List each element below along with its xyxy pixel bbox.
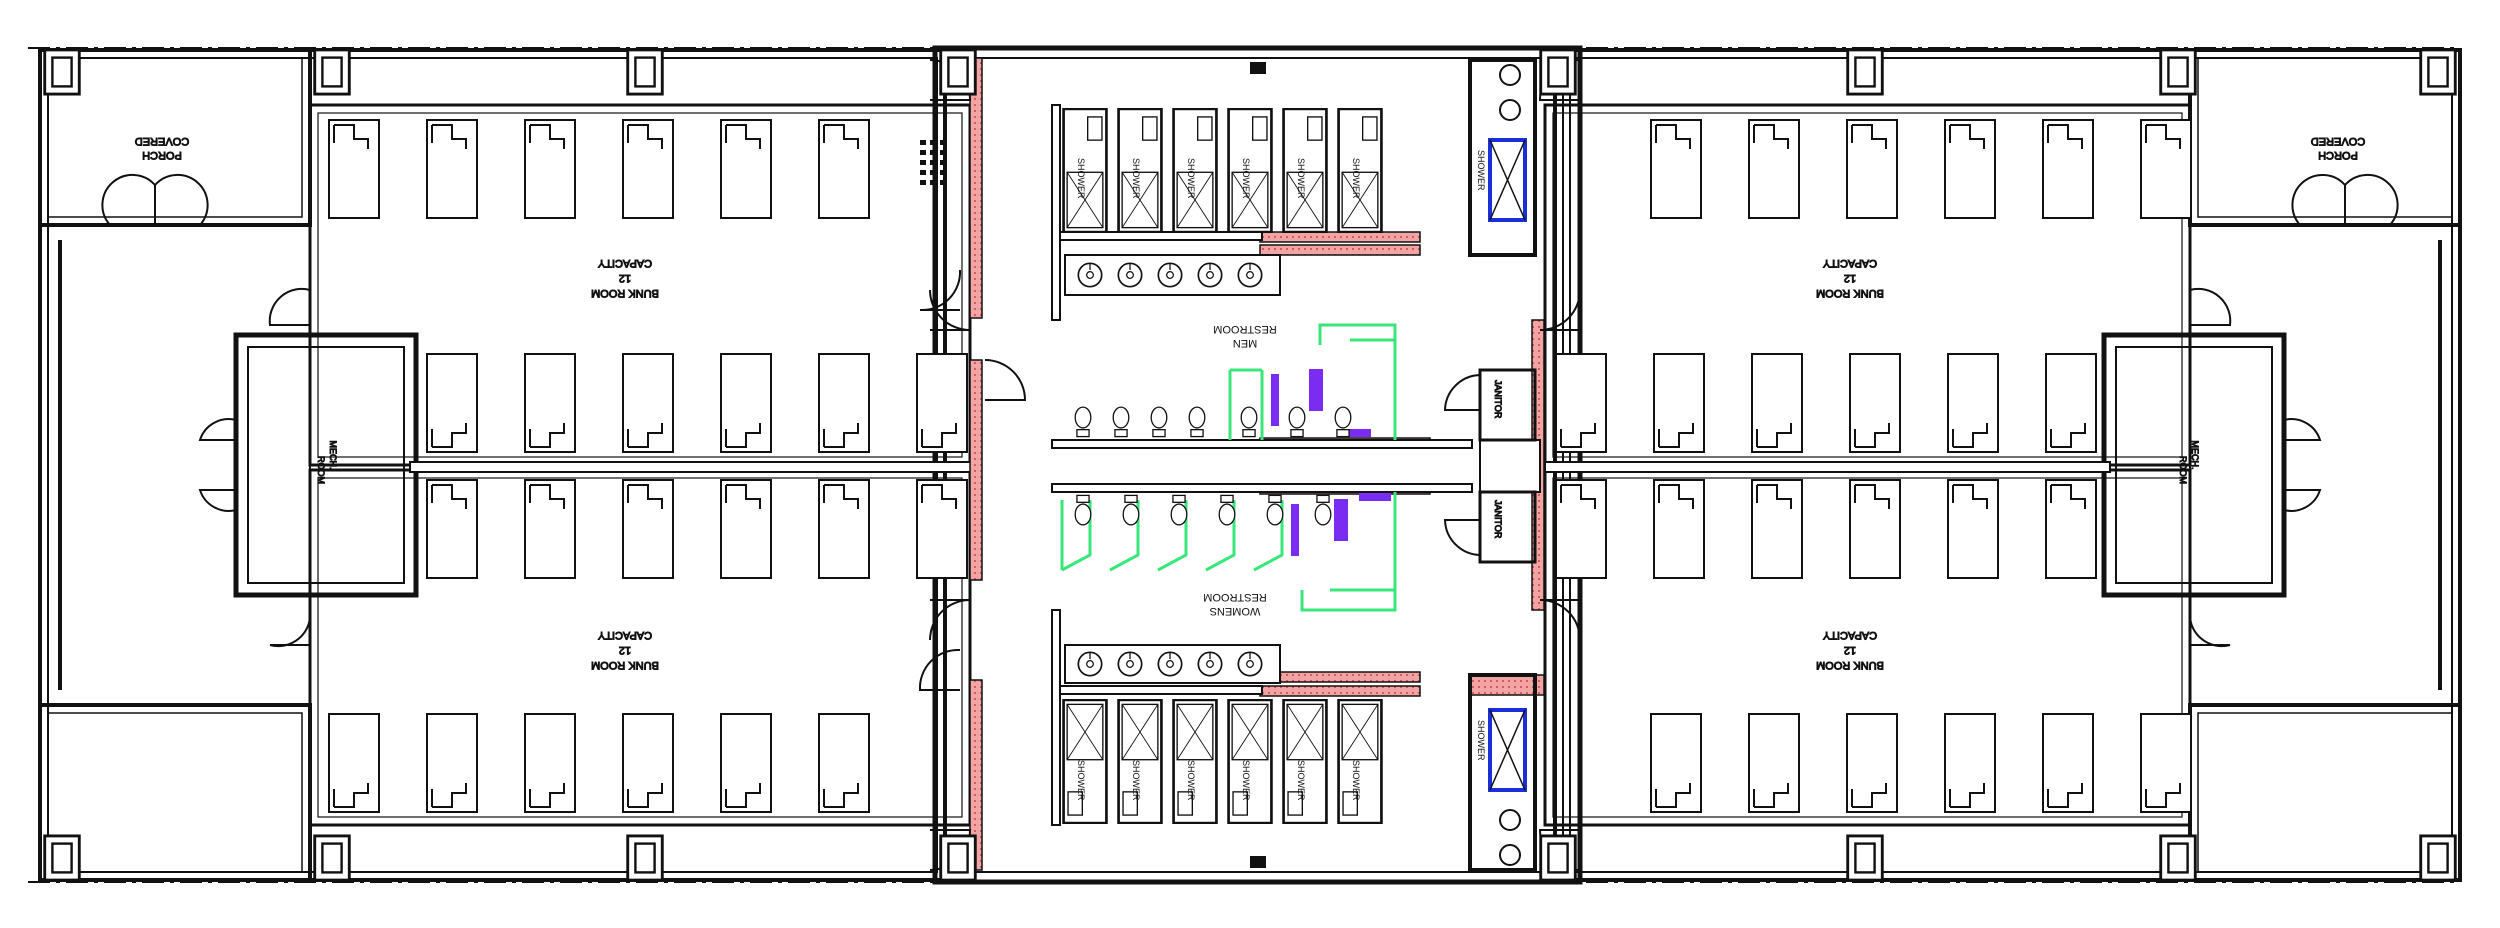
porch-label-line2: PORCH [142,149,182,161]
accessible-shower-top-label: SHOWER [1476,150,1486,191]
porch-label-line1: COVERED [135,135,189,147]
shower-label: SHOWER [1186,760,1196,801]
mech-room-right-label-line1: MECH. [2190,441,2200,470]
janitor-closet-bottom: JANITOR [1443,490,1537,564]
shower-label: SHOWER [1131,158,1141,199]
janitor-bottom-label: JANITOR [1493,500,1503,539]
shower-label: SHOWER [1186,158,1196,199]
mens-toilets [1074,406,1352,438]
mech-room-left-label-line1: MECH. [328,441,338,470]
bunks-right-bottom-row [1650,712,2192,814]
left-wing: COVERED PORCH MECH. ROOM BUNK ROOM [38,48,976,882]
bunk-room-right-top-label-line3: CAPACITY [1822,257,1877,269]
shower-label: SHOWER [1296,158,1306,199]
accessible-shower-bottom-label: SHOWER [1476,720,1486,761]
wall-fixture-bottom [1250,856,1266,868]
womens-restroom-label-line1: WOMENS [1210,605,1261,617]
wall-fixture-top [1250,62,1266,74]
bunk-room-left-top-label-line2: 12 [619,272,631,284]
lockers-left [920,140,946,185]
right-side-corridor [2189,224,2453,706]
bunks-right-top-row [1650,118,2192,220]
bunk-room-right-bottom-label-line3: CAPACITY [1822,629,1877,641]
womens-shower-stalls [1062,699,1383,824]
janitor-closet-top: JANITOR [1443,368,1537,442]
shower-label: SHOWER [1076,158,1086,199]
mens-toilet-partitions [1228,323,1397,440]
shower-label: SHOWER [1241,158,1251,199]
womens-sinks [1064,644,1281,684]
shower-label: SHOWER [1351,158,1361,199]
right-divider-wall [1544,461,2111,473]
bunks-left-bottom-row [328,712,870,814]
bunk-room-right-top-label-line2: 12 [1844,272,1856,284]
center-restroom-block: SHOWER SHOWER SHOWER SHOWER SHOWER SHOWE… [929,48,1581,882]
mens-shower-labels: SHOWER SHOWER SHOWER SHOWER SHOWER SHOWE… [1076,158,1361,199]
right-wing: COVERED PORCH MECH. ROOM BUNK ROOM 12 CA… [1543,48,2462,882]
mens-shower-stalls [1062,108,1383,233]
accessible-shower-bottom: SHOWER [1468,673,1537,872]
mens-accessible-fixtures [1271,369,1371,437]
mens-sinks [1064,254,1281,296]
bunk-room-right-bottom-label-line2: 12 [1844,644,1856,656]
shower-label: SHOWER [1241,760,1251,801]
mens-restroom-label-line2: RESTROOM [1213,323,1277,335]
shower-label: SHOWER [1131,760,1141,801]
left-divider-wall [409,461,976,473]
bunks-left-mid-lower [426,478,968,580]
bunks-right-mid-lower [1555,478,2097,580]
bunk-room-right-bottom: BUNK ROOM 12 CAPACITY [1543,468,2231,827]
shower-label: SHOWER [1296,760,1306,801]
bunk-room-left-top-label-line1: BUNK ROOM [591,287,659,299]
bunks-left-mid-upper [426,352,968,454]
bunk-room-right-top-label-line1: BUNK ROOM [1816,287,1884,299]
bunk-room-right-bottom-label-line1: BUNK ROOM [1816,659,1884,671]
bunks-right-mid-upper [1555,352,2097,454]
janitor-top-label: JANITOR [1493,380,1503,419]
womens-shower-labels: SHOWER SHOWER SHOWER SHOWER SHOWER SHOWE… [1076,760,1361,801]
bunk-room-left-top-label-line3: CAPACITY [597,257,652,269]
bunk-room-left-bottom-label-line2: 12 [619,644,631,656]
center-corridor-walls [1051,104,1541,826]
shower-label: SHOWER [1351,760,1361,801]
accessible-shower-top: SHOWER [1468,58,1537,257]
porch-right-label-line1: COVERED [2311,135,2365,147]
shower-label: SHOWER [1076,760,1086,801]
porch-right-label-line2: PORCH [2318,149,2358,161]
bunk-room-left-bottom-label-line1: BUNK ROOM [591,659,659,671]
womens-accessible-fixtures [1291,493,1391,556]
womens-restroom-label-line2: RESTROOM [1203,591,1267,603]
mens-restroom-label-line1: MEN [1233,337,1258,349]
left-side-corridor [47,224,311,706]
bunk-room-left-bottom-label-line3: CAPACITY [597,629,652,641]
bunks-left-top-row [328,118,870,220]
